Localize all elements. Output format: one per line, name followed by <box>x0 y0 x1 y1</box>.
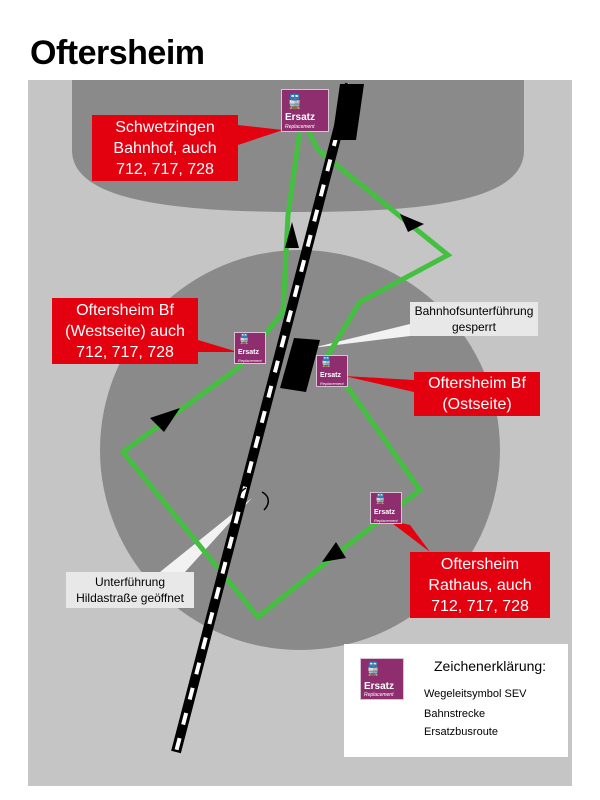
leader-westseite <box>198 340 238 352</box>
sev-icon-sublabel: Replacement <box>374 518 398 523</box>
note-hildastrasse: Unterführung Hildastraße geöffnet <box>66 572 194 608</box>
train-replacement-icon: 🚆 <box>238 334 251 345</box>
direction-arrow <box>150 408 180 432</box>
note-bahnhofsunterfuehrung: Bahnhofsunterführung gesperrt <box>410 302 538 336</box>
note-line: Hildastraße geöffnet <box>76 591 184 605</box>
callout-line: Oftersheim <box>440 555 520 573</box>
callout-line: Schwetzingen <box>115 118 215 136</box>
sev-icon-label: Ersatz <box>320 372 342 379</box>
leader-schwetzingen <box>238 125 283 145</box>
callout-line: (Westseite) auch <box>65 322 185 340</box>
callout-oftersheim-rathaus: Oftersheim Rathaus, auch 712, 717, 728 <box>410 552 550 618</box>
legend: Zeichenerklärung: 🚆 Ersatz Replacement W… <box>344 644 568 757</box>
sev-icon-label: Ersatz <box>364 681 395 692</box>
sev-stop-westseite: 🚆 Ersatz Replacement <box>234 332 266 364</box>
note-line: gesperrt <box>451 320 497 334</box>
bus-route <box>119 126 453 621</box>
railway-track-dashes <box>174 83 352 753</box>
callout-line: 712, 717, 728 <box>116 160 214 178</box>
legend-title: Zeichenerklärung: <box>434 658 547 674</box>
sev-icon-label: Ersatz <box>285 112 316 123</box>
direction-arrow <box>285 222 299 248</box>
leader-hildastrasse <box>160 498 252 572</box>
note-line: Bahnhofsunterführung <box>414 304 534 318</box>
page-title: Oftersheim <box>30 34 205 72</box>
callout-line: Oftersheim Bf <box>76 301 174 319</box>
callout-line: 712, 717, 728 <box>76 343 174 361</box>
legend-label-bahnstrecke: Bahnstrecke <box>424 708 486 720</box>
sev-stop-icon: 🚆 Ersatz Replacement <box>360 658 404 700</box>
note-line: Unterführung <box>94 575 166 589</box>
underpass-marker <box>239 487 247 507</box>
callout-line: 712, 717, 728 <box>431 597 529 615</box>
leader-ostseite <box>344 376 414 392</box>
train-replacement-icon: 🚆 <box>286 93 304 109</box>
legend-label-ersatzbusroute: Ersatzbusroute <box>424 726 498 738</box>
train-block-oftersheim <box>280 338 320 392</box>
bus-route-westside <box>119 127 424 621</box>
sev-stop-schwetzingen: 🚆 Ersatz Replacement <box>281 89 329 132</box>
bus-route-eastside <box>304 126 453 364</box>
sev-icon-sublabel: Replacement <box>364 692 394 698</box>
sev-stop-rathaus: 🚆 Ersatz Replacement <box>370 492 402 524</box>
callout-line: Bahnhof, auch <box>113 139 217 157</box>
train-replacement-icon: 🚆 <box>374 494 387 505</box>
sev-icon-sublabel: Replacement <box>238 358 262 363</box>
callout-oftersheim-westseite: Oftersheim Bf (Westseite) auch 712, 717,… <box>52 298 198 364</box>
sev-icon-label: Ersatz <box>238 349 260 356</box>
train-replacement-icon: 🚆 <box>365 661 382 676</box>
sev-icon-sublabel: Replacement <box>285 124 315 130</box>
sev-stop-ostseite: 🚆 Ersatz Replacement <box>316 355 348 387</box>
sev-icon-sublabel: Replacement <box>320 381 344 386</box>
direction-arrow <box>322 542 346 562</box>
callout-line: (Ostseite) <box>442 396 512 413</box>
callout-oftersheim-ostseite: Oftersheim Bf (Ostseite) <box>414 372 540 416</box>
callout-line: Oftersheim Bf <box>428 375 526 392</box>
underpass-marker <box>261 491 269 511</box>
train-replacement-icon: 🚆 <box>320 357 333 368</box>
direction-arrow <box>400 214 424 232</box>
callout-schwetzingen-bahnhof: Schwetzingen Bahnhof, auch 712, 717, 728 <box>92 115 238 181</box>
sev-icon-label: Ersatz <box>374 509 396 516</box>
legend-label-sev: Wegeleitsymbol SEV <box>424 688 527 700</box>
train-block-schwetzingen <box>332 84 364 140</box>
callout-line: Rathaus, auch <box>428 576 532 594</box>
leader-rathaus <box>388 520 430 552</box>
